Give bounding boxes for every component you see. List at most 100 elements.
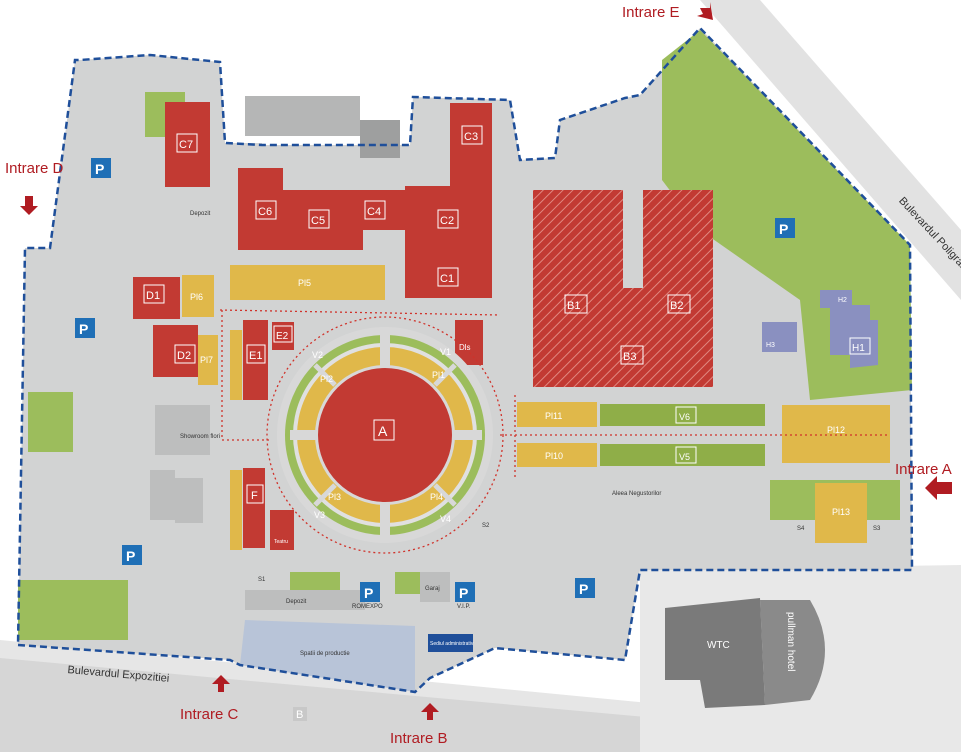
platform-pl5[interactable] [230, 265, 385, 300]
pavilion-teatru[interactable] [270, 510, 294, 550]
label-d2: D2 [177, 350, 191, 362]
pavilion-h2[interactable] [820, 290, 852, 308]
pavilion-c7[interactable] [165, 102, 210, 187]
entrance-c[interactable]: Intrare C [180, 706, 238, 723]
label-pl2: Pl2 [320, 374, 333, 384]
entrance-e-arrow [697, 2, 713, 20]
entrance-a[interactable]: Intrare A [895, 461, 952, 478]
pavilion-a[interactable] [318, 368, 452, 502]
road-poligrafiei [700, 0, 961, 300]
pavilion-b1[interactable] [533, 190, 623, 387]
label-dls: Dls [459, 343, 471, 352]
pavilion-e2[interactable] [272, 322, 294, 350]
label-pl11: Pl11 [545, 411, 562, 421]
green-sw [18, 580, 128, 640]
label-c5: C5 [311, 215, 325, 227]
label-a: A [378, 423, 388, 439]
label-h3: H3 [766, 342, 775, 349]
label-pl6: Pl6 [190, 292, 203, 302]
platform-pl11[interactable] [517, 402, 597, 427]
label-h1: H1 [852, 343, 865, 354]
label-depozit-2: Depozit [286, 599, 307, 605]
pavilion-c2[interactable] [405, 186, 492, 258]
label-v5: V5 [679, 452, 690, 462]
label-garaj: Garaj [425, 586, 440, 592]
label-depozit-1: Depozit [190, 211, 211, 217]
site-boundary [16, 26, 914, 694]
entrance-d[interactable]: Intrare D [5, 160, 63, 178]
label-showroom: Showroom flori [180, 434, 220, 440]
pavilion-c1[interactable] [405, 258, 492, 298]
label-s4: S4 [797, 526, 805, 532]
platform-pl13[interactable] [815, 483, 867, 543]
pavilion-h1[interactable] [830, 305, 878, 368]
label-pl1: Pl1 [432, 370, 445, 380]
pavilion-c4[interactable] [363, 190, 405, 230]
pavilion-b2[interactable] [643, 190, 713, 387]
platform-pl7[interactable] [198, 335, 218, 385]
pavilion-c5[interactable] [283, 190, 363, 250]
parking-icon[interactable]: P [75, 318, 95, 338]
label-c3: C3 [464, 131, 478, 143]
pavilion-h3[interactable] [762, 322, 797, 352]
svg-text:P: P [779, 221, 788, 237]
label-romexpo: ROMEXPO [352, 604, 383, 610]
label-b1: B1 [567, 300, 580, 312]
parking-icon[interactable]: P [455, 582, 475, 602]
label-pl13: Pl13 [832, 507, 850, 517]
wtc-label: WTC [707, 640, 730, 651]
label-b2: B2 [670, 300, 683, 312]
label-s2: S2 [482, 523, 490, 529]
label-s1: S1 [258, 577, 266, 583]
pavilion-f[interactable] [243, 468, 265, 548]
label-teatru: Teatru [274, 539, 288, 545]
label-c7: C7 [179, 139, 193, 151]
label-vip: V.I.P. [457, 604, 471, 610]
label-c1: C1 [440, 273, 454, 285]
svg-text:P: P [459, 585, 468, 601]
entrance-d-arrow [20, 196, 38, 215]
label-h2: H2 [838, 297, 847, 304]
entrance-e-label: Intrare E [622, 4, 680, 21]
entrance-b[interactable]: Intrare B [390, 730, 448, 747]
svg-text:P: P [79, 321, 88, 337]
entrance-a-arrow [925, 476, 952, 500]
platform-pl12[interactable] [782, 405, 890, 463]
wtc-building [665, 598, 765, 708]
pavilion-b3[interactable] [618, 288, 648, 387]
parking-icon[interactable]: P [360, 582, 380, 602]
svg-text:P: P [95, 161, 104, 177]
platform-pl10[interactable] [517, 443, 597, 467]
label-c4: C4 [367, 206, 381, 218]
entrance-c-label: Intrare C [180, 706, 239, 723]
label-sediu: Sediul administrativ [430, 641, 474, 647]
label-v3: V3 [314, 510, 325, 520]
green-v6[interactable] [600, 404, 765, 426]
label-pl7: Pl7 [200, 355, 213, 365]
label-c6: C6 [258, 206, 272, 218]
parking-icon[interactable]: P [91, 158, 111, 178]
label-pl3: Pl3 [328, 492, 341, 502]
entrance-e[interactable]: Intrare E [622, 4, 680, 21]
parking-icon[interactable]: P [122, 545, 142, 565]
green-v5[interactable] [600, 444, 765, 466]
pavilion-d1[interactable] [133, 277, 180, 319]
platform-pl6[interactable] [182, 275, 214, 317]
entrance-a-label: Intrare A [895, 461, 952, 478]
label-v1: V1 [440, 347, 451, 357]
label-e1: E1 [249, 350, 262, 362]
entrance-b-label: Intrare B [390, 730, 448, 747]
label-pl5: Pl5 [298, 278, 311, 288]
parking-icon[interactable]: P [775, 218, 795, 238]
label-f: F [251, 490, 258, 502]
label-pl12: Pl12 [827, 425, 845, 435]
label-pl4: Pl4 [430, 492, 443, 502]
production-label: Spatii de productie [300, 651, 350, 657]
parking-icon[interactable]: P [575, 578, 595, 598]
label-b3: B3 [623, 351, 636, 363]
label-v6: V6 [679, 412, 690, 422]
label-v2: V2 [312, 350, 323, 360]
entrance-d-label: Intrare D [5, 160, 64, 177]
